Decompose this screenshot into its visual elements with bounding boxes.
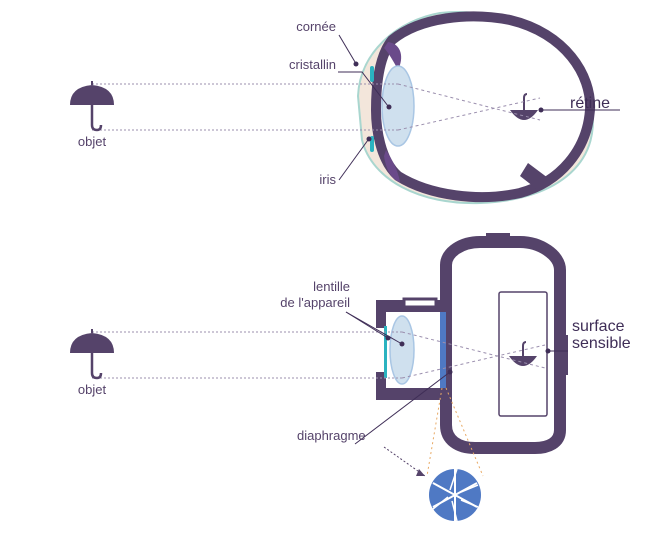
label-iris: iris: [319, 172, 336, 187]
camera-object-umbrella-icon: [70, 329, 114, 380]
iris-top: [384, 42, 402, 70]
lens-barrel-left-bottom: [376, 372, 386, 400]
label-cristallin: cristallin: [289, 57, 336, 72]
camera-side-tab: [558, 335, 568, 375]
sensor-image-umbrella-icon: [509, 341, 537, 366]
iris-bottom: [384, 150, 400, 182]
diaphragm-bar: [440, 312, 446, 388]
label-cornee: cornée: [296, 19, 336, 34]
lens-barrel-top-mount: [402, 297, 438, 309]
label-diaphragme: diaphragme: [297, 428, 366, 443]
label-objet-camera: objet: [77, 382, 107, 397]
lens-barrel-left-top: [376, 300, 386, 328]
lens-barrel-bottom: [376, 388, 450, 400]
eye-object-umbrella-icon: [70, 81, 114, 132]
label-lentille-line2: de l'appareil: [280, 295, 350, 310]
label-lentille-line1: lentille: [313, 279, 350, 294]
front-glass: [384, 326, 387, 378]
aperture-diaphragm-icon: [429, 468, 481, 522]
camera-lens: [389, 315, 415, 385]
label-retine: rétine: [570, 95, 611, 112]
optic-nerve: [520, 163, 548, 190]
eye-illustration: [92, 11, 620, 205]
retina-image-umbrella-icon: [510, 93, 538, 120]
label-objet-eye: objet: [77, 134, 107, 149]
iris-upper-cyan: [370, 66, 374, 82]
camera-illustration: [92, 233, 568, 477]
label-surface-line2: sensible: [572, 335, 631, 352]
label-surface-line1: surface: [572, 318, 625, 335]
